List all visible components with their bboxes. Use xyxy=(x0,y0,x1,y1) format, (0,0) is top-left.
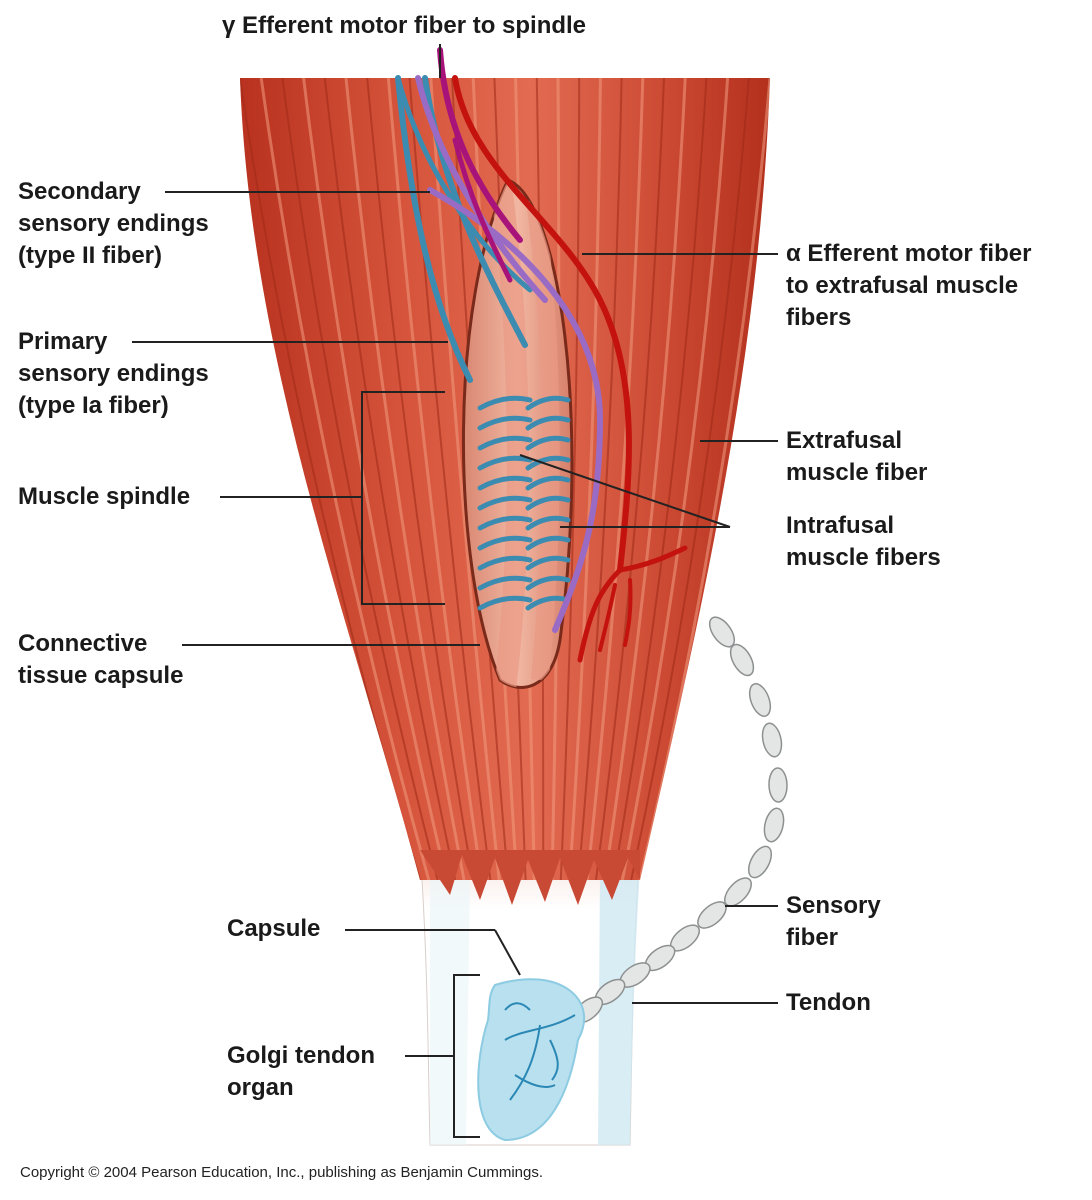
label-line: γ Efferent motor fiber to spindle xyxy=(222,12,587,39)
sensory-coil xyxy=(477,575,533,591)
label-line: Sensory xyxy=(786,892,881,919)
muscle-fiber-line xyxy=(638,78,770,880)
muscle-fiber-line xyxy=(408,78,492,880)
muscle-fiber-line xyxy=(595,78,665,880)
muscle-fiber-line xyxy=(259,78,431,880)
muscle-fiber-line xyxy=(620,78,730,880)
label-line: (type Ia fiber) xyxy=(18,392,169,419)
myelin-segment xyxy=(724,877,752,907)
label-line: Intrafusal xyxy=(786,512,895,539)
label-line: (type II fiber) xyxy=(18,242,163,269)
golgi-tendon-organ-shape xyxy=(477,978,585,1142)
primary-sensory-coils xyxy=(477,395,571,611)
sensory-coil xyxy=(477,395,533,411)
label-line: Connective xyxy=(18,630,148,657)
label-line: α Efferent motor fiber xyxy=(786,240,1032,267)
sensory-coil xyxy=(525,415,571,431)
label-line: Extrafusal xyxy=(786,427,903,454)
label-line: sensory endings xyxy=(18,360,209,387)
sensory-coil xyxy=(525,555,571,571)
sensory-coil xyxy=(525,495,571,511)
muscle-fiber-line xyxy=(603,78,687,880)
muscle-fiber-line xyxy=(559,78,581,880)
sensory-coil xyxy=(477,455,533,471)
label-line: muscle fiber xyxy=(786,459,928,486)
myelin-segment xyxy=(748,683,772,717)
label-secondary-sensory: Secondary sensory endings (type II fiber… xyxy=(18,176,209,272)
muscle-fiber-line xyxy=(323,78,457,880)
leader-lines xyxy=(132,44,778,1138)
label-line: fibers xyxy=(786,304,852,331)
label-line: fiber xyxy=(786,924,839,951)
myelin-segment xyxy=(697,901,727,929)
sensory-coil xyxy=(477,595,533,611)
label-line: to extrafusal muscle xyxy=(786,272,1019,299)
sensory-coil xyxy=(477,535,533,551)
muscle-fiber-line xyxy=(281,78,439,880)
myelin-segment xyxy=(763,807,785,843)
label-gamma-efferent: γ Efferent motor fiber to spindle xyxy=(222,10,586,42)
sensory-coil xyxy=(525,435,571,451)
label-sensory-fiber: Sensory fiber xyxy=(786,890,881,954)
myelin-segment xyxy=(768,767,788,803)
label-line: Capsule xyxy=(227,915,321,942)
label-capsule: Capsule xyxy=(227,913,320,945)
label-muscle-spindle: Muscle spindle xyxy=(18,481,190,513)
muscle-fiber-line xyxy=(302,78,448,880)
sensory-coil xyxy=(525,395,571,411)
label-golgi-tendon-organ: Golgi tendon organ xyxy=(227,1040,375,1104)
sensory-coil xyxy=(477,435,533,451)
myelin-segment xyxy=(747,845,773,879)
label-line: Primary xyxy=(18,328,108,355)
myelin-segment xyxy=(761,722,783,758)
sensory-coil xyxy=(477,515,533,531)
label-line: Secondary xyxy=(18,178,141,205)
sensory-coil xyxy=(525,455,571,471)
muscle-fiber-line xyxy=(344,78,466,880)
label-connective-tissue: Connective tissue capsule xyxy=(18,628,183,692)
muscle-fiber-line xyxy=(366,78,474,880)
copyright-text: Copyright © 2004 Pearson Education, Inc.… xyxy=(20,1164,544,1181)
sensory-coil xyxy=(525,515,571,531)
label-line: organ xyxy=(227,1074,294,1101)
label-line: Golgi tendon xyxy=(227,1042,375,1069)
sensory-coil xyxy=(477,495,533,511)
myelin-segment xyxy=(729,643,755,677)
muscle-fiber-line xyxy=(577,78,623,880)
label-line: tissue capsule xyxy=(18,662,184,689)
label-primary-sensory: Primary sensory endings (type Ia fiber) xyxy=(18,326,209,422)
sensory-fiber-chain xyxy=(572,616,788,1024)
muscle-fiber-line xyxy=(612,78,708,880)
muscle-fiber-line xyxy=(386,78,484,880)
nerve-fibers xyxy=(395,47,688,663)
label-line: sensory endings xyxy=(18,210,209,237)
label-line: muscle fibers xyxy=(786,544,941,571)
muscle-fiber-line xyxy=(585,78,645,880)
label-line: Tendon xyxy=(786,989,871,1016)
sensory-coil xyxy=(525,475,571,491)
sensory-coil xyxy=(477,475,533,491)
sensory-coil xyxy=(477,415,533,431)
label-line: Muscle spindle xyxy=(18,483,191,510)
sensory-coil xyxy=(477,555,533,571)
sensory-coil xyxy=(525,575,571,591)
label-tendon: Tendon xyxy=(786,987,871,1019)
muscle-fiber-line xyxy=(630,78,750,880)
label-alpha-efferent: α Efferent motor fiber to extrafusal mus… xyxy=(786,238,1031,334)
label-intrafusal: Intrafusal muscle fibers xyxy=(786,510,941,574)
label-extrafusal: Extrafusal muscle fiber xyxy=(786,425,927,489)
sensory-coil xyxy=(525,535,571,551)
